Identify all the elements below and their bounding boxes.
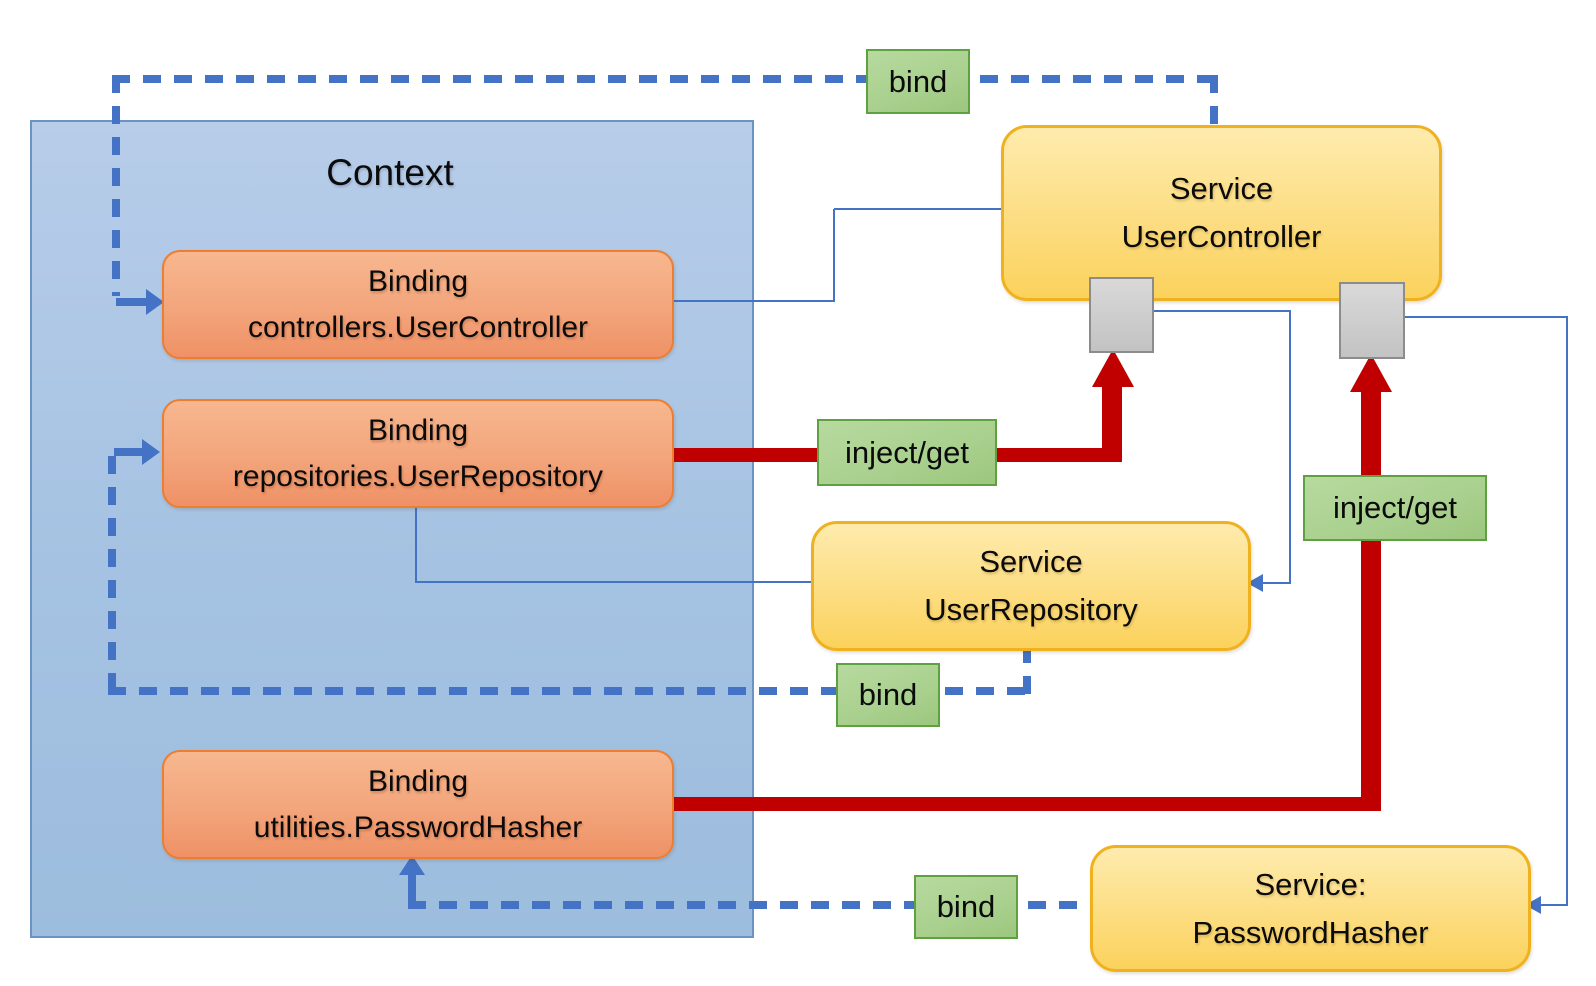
- line-port1-to-service2-seg1: [1150, 310, 1291, 312]
- line-port2-to-service3-seg3: [1539, 904, 1568, 906]
- inject-line-binding3-horizontal: [670, 797, 1381, 811]
- inject-line-binding3-vertical: [1361, 392, 1381, 811]
- bind-top-drop-to-service1: [1210, 75, 1218, 127]
- bind-middle-left-vertical: [108, 456, 116, 691]
- binding-box-passwordhasher: Binding utilities.PasswordHasher: [162, 750, 674, 859]
- inject-arrowhead-port2: [1350, 354, 1392, 392]
- bind-top-left-vertical: [112, 75, 120, 296]
- injection-port-1: [1089, 277, 1154, 353]
- bind-middle-horizontal: [108, 687, 1031, 695]
- inject-arrowhead-port1: [1092, 349, 1134, 387]
- line-binding1-to-service1-seg3: [834, 208, 1001, 210]
- label-inject-get-right: inject/get: [1303, 475, 1487, 541]
- line-port2-to-service3-seg2: [1566, 316, 1568, 906]
- service2-type: Service: [979, 544, 1083, 579]
- label-bind-top-text: bind: [888, 63, 948, 99]
- bind-top-arrow-stub: [116, 298, 146, 306]
- label-inject-get-right-text: inject/get: [1332, 490, 1458, 525]
- service1-type: Service: [1169, 171, 1274, 206]
- bind-arrowhead-into-binding3: [399, 855, 425, 875]
- service-box-userrepository: Service UserRepository: [811, 521, 1251, 651]
- service3-type: Service:: [1254, 866, 1367, 902]
- bind-middle-arrow-stub: [114, 448, 142, 456]
- label-bind-middle: bind: [836, 663, 940, 727]
- line-port1-to-service2-seg3: [1261, 582, 1291, 584]
- label-bind-bottom-text: bind: [936, 889, 996, 924]
- line-port2-to-service3-seg1: [1401, 316, 1568, 318]
- bind-arrowhead-into-binding2: [142, 439, 160, 465]
- label-inject-get-left: inject/get: [817, 419, 997, 486]
- bind-bottom-horizontal: [408, 901, 1090, 909]
- service-box-passwordhasher: Service: PasswordHasher: [1090, 845, 1531, 972]
- bind-middle-drop-from-service2: [1023, 645, 1031, 695]
- line-port1-to-service2-seg2: [1289, 310, 1291, 584]
- bind-bottom-arrow-stub: [408, 872, 416, 905]
- label-bind-middle-text: bind: [858, 677, 918, 712]
- binding1-key: controllers.UserController: [247, 310, 589, 344]
- binding-box-usercontroller: Binding controllers.UserController: [162, 250, 674, 359]
- binding2-key: repositories.UserRepository: [232, 459, 604, 493]
- service1-name: UserController: [1121, 219, 1322, 254]
- line-binding2-to-service2-seg1: [415, 504, 417, 583]
- context-title: Context: [326, 152, 454, 193]
- service-box-usercontroller: Service UserController: [1001, 125, 1442, 301]
- line-binding2-to-service2-seg2: [415, 581, 811, 583]
- arrowhead-into-service2: [1247, 574, 1263, 592]
- service2-name: UserRepository: [924, 592, 1138, 627]
- label-bind-bottom: bind: [914, 875, 1018, 939]
- line-binding1-to-service1-seg2: [833, 209, 835, 302]
- binding-box-userrepository: Binding repositories.UserRepository: [162, 399, 674, 508]
- label-inject-get-left-text: inject/get: [844, 434, 970, 470]
- binding1-type: Binding: [367, 264, 469, 298]
- bind-arrowhead-into-binding1: [146, 289, 164, 315]
- line-binding1-to-service1-seg1: [670, 300, 835, 302]
- binding2-type: Binding: [367, 413, 469, 447]
- injection-port-2: [1339, 282, 1405, 359]
- bind-top-horizontal: [112, 75, 1218, 83]
- inject-line-binding2-vertical: [1102, 385, 1122, 462]
- label-bind-top: bind: [866, 49, 970, 114]
- binding3-key: utilities.PasswordHasher: [253, 810, 583, 844]
- binding3-type: Binding: [367, 764, 469, 798]
- service3-name: PasswordHasher: [1192, 914, 1429, 950]
